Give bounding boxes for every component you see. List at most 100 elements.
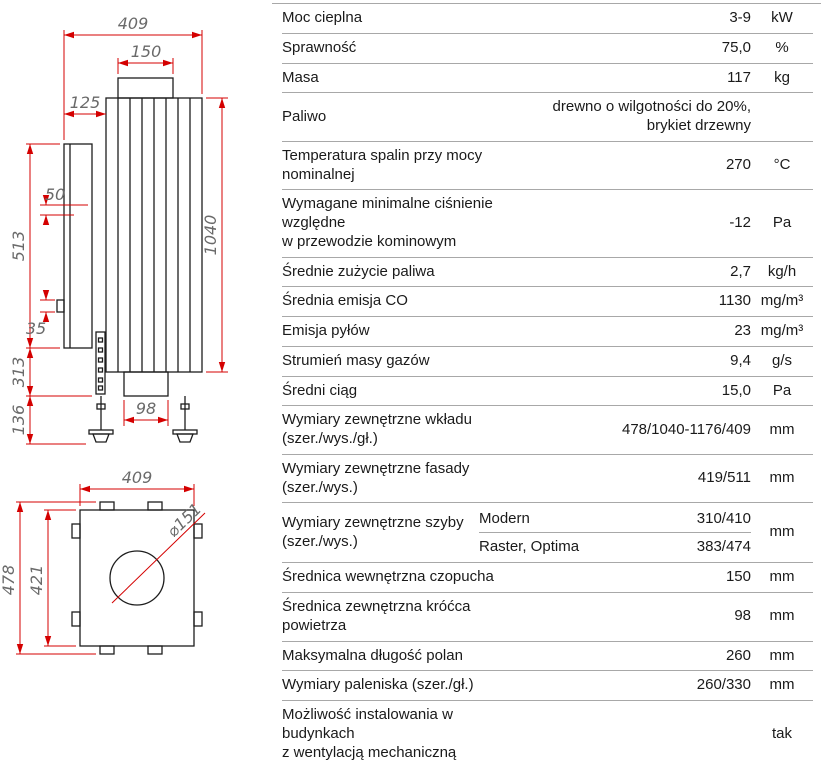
spec-row-mechanical-ventilation: Możliwość instalowania w budynkach z wen… [282,701,813,767]
row-label: Maksymalna długość polan [282,646,463,664]
spec-row-co-emission: Średnia emisja CO 1130 mg/m³ [282,287,813,317]
row-label: Możliwość instalowania w budynkach z wen… [282,706,457,761]
row-unit: mm [769,646,795,664]
row-value: 98 [734,607,751,625]
spec-row-insert-dimensions: Wymiary zewnętrzne wkładu (szer./wys./gł… [282,406,813,455]
row-label: Średnie zużycie paliwa [282,262,435,280]
dim-inlet-width: 98 [136,399,156,418]
row-unit: kg/h [767,262,797,280]
spec-row-max-log-length: Maksymalna długość polan 260 mm [282,642,813,672]
spec-row-facade-dimensions: Wymiary zewnętrzne fasady (szer./wys.) 4… [282,455,813,504]
stove-top-geometry [71,501,203,655]
flue-stub [117,77,174,99]
right-foot [172,396,198,443]
front-dimension-lines [26,30,228,445]
row-label: Wymiary zewnętrzne fasady (szer./wys.) [282,459,470,496]
row-unit: tak [771,724,792,742]
row-unit: mm [769,420,795,438]
spec-row-fuel: Paliwo drewno o wilgotności do 20%, bryk… [282,93,813,142]
dim-glass-offset: 50 [45,185,65,204]
front-view-drawing: 409 150 125 50 513 1040 35 313 136 98 [9,14,228,445]
row-unit: mm [769,676,795,694]
left-foot [88,396,114,443]
technical-drawings: 409 150 125 50 513 1040 35 313 136 98 [0,0,272,767]
control-strip [95,331,106,395]
row-value: 150 [725,568,751,586]
dim-body-height: 1040 [201,215,220,256]
stove-front-geometry [56,77,203,443]
variant-value: 310/410 [696,510,751,528]
spec-row-firebox-dimensions: Wymiary paleniska (szer./gł.) 260/330 mm [282,671,813,701]
row-label: Masa [282,68,319,86]
flue-circle [109,550,165,606]
row-value: 3-9 [729,9,751,26]
row-value: 9,4 [730,351,751,369]
row-label: Strumień masy gazów [282,351,430,369]
spec-row-fuel-consumption: Średnie zużycie paliwa 2,7 kg/h [282,258,813,288]
base-outline [79,509,195,647]
row-value: 419/511 [697,469,751,487]
spec-row-glass-dimensions: Wymiary zewnętrzne szyby (szer./wys.) Mo… [282,503,813,564]
row-label: Średni ciąg [282,381,358,399]
row-label: Moc cieplna [282,9,363,26]
row-value: 270 [725,156,751,174]
spec-row-efficiency: Sprawność 75,0 % [282,34,813,64]
row-label: Emisja pyłów [282,322,370,339]
row-label: Wymagane minimalne ciśnienie względne w … [282,195,493,250]
dim-facade-height: 513 [9,231,28,262]
row-unit: mm [769,469,795,487]
glass-variant-row: Raster, Optima 383/474 [479,533,751,557]
variant-name: Raster, Optima [479,538,580,556]
spec-row-air-spigot-diameter: Średnica zewnętrzna króćca powietrza 98 … [282,593,813,642]
row-unit: g/s [771,351,792,369]
row-label: Średnica zewnętrzna króćca powietrza [282,598,471,634]
row-value: 478/1040-1176/409 [621,420,751,438]
top-view-drawing: 409 478 421 ⌀151 [0,468,206,655]
door-handle [56,299,65,313]
row-value: 260 [725,646,751,664]
row-label: Średnia emisja CO [282,292,408,310]
dim-facade-offset: 125 [70,93,101,112]
row-value: 260/330 [696,676,751,694]
row-label: Wymiary zewnętrzne wkładu (szer./wys./gł… [282,411,472,447]
row-value: 75,0 [721,38,751,56]
spec-row-gas-mass-flow: Strumień masy gazów 9,4 g/s [282,347,813,377]
row-value: 15,0 [721,381,751,399]
dim-feet-height: 136 [9,405,28,436]
variant-name: Modern [479,510,530,528]
row-unit: mm [769,607,795,625]
dim-inner-depth: 421 [27,565,46,596]
row-unit: kW [771,9,793,26]
row-label: Wymiary paleniska (szer./gł.) [282,676,474,694]
row-value: drewno o wilgotności do 20%, brykiet drz… [552,98,751,134]
dim-flue-diameter: ⌀151 [163,499,205,541]
body-ribs [117,98,191,372]
spec-row-flue-inner-diameter: Średnica wewnętrzna czopucha 150 mm [282,563,813,593]
spec-table: Moc cieplna 3-9 kW Sprawność 75,0 % Masa… [272,3,821,767]
spec-row-required-draft: Wymagane minimalne ciśnienie względne w … [282,190,813,258]
row-label: Sprawność [282,38,357,56]
row-label: Średnica wewnętrzna czopucha [282,568,494,586]
row-value: 23 [734,322,751,339]
row-unit: % [775,38,789,56]
dim-overall-depth: 478 [0,565,18,596]
row-label: Temperatura spalin przy mocy nominalnej [282,146,483,183]
row-value: 1130 [718,292,751,310]
air-inlet-stub [123,371,169,397]
row-value: -12 [729,214,751,231]
facade-panel [63,143,93,349]
top-dimension-lines [16,484,206,655]
row-value: 117 [727,68,751,86]
dim-flue-width: 150 [131,42,162,61]
row-label: Wymiary zewnętrzne szyby (szer./wys.) [282,514,464,550]
spec-row-mass: Masa 117 kg [282,64,813,94]
row-unit: mg/m³ [760,292,804,310]
row-value: 2,7 [730,262,751,280]
row-unit: °C [773,156,791,174]
variant-value: 383/474 [696,538,751,556]
row-unit: mm [769,568,795,586]
row-unit: mm [769,523,795,541]
row-unit: mg/m³ [760,322,804,339]
row-unit: Pa [772,214,792,231]
